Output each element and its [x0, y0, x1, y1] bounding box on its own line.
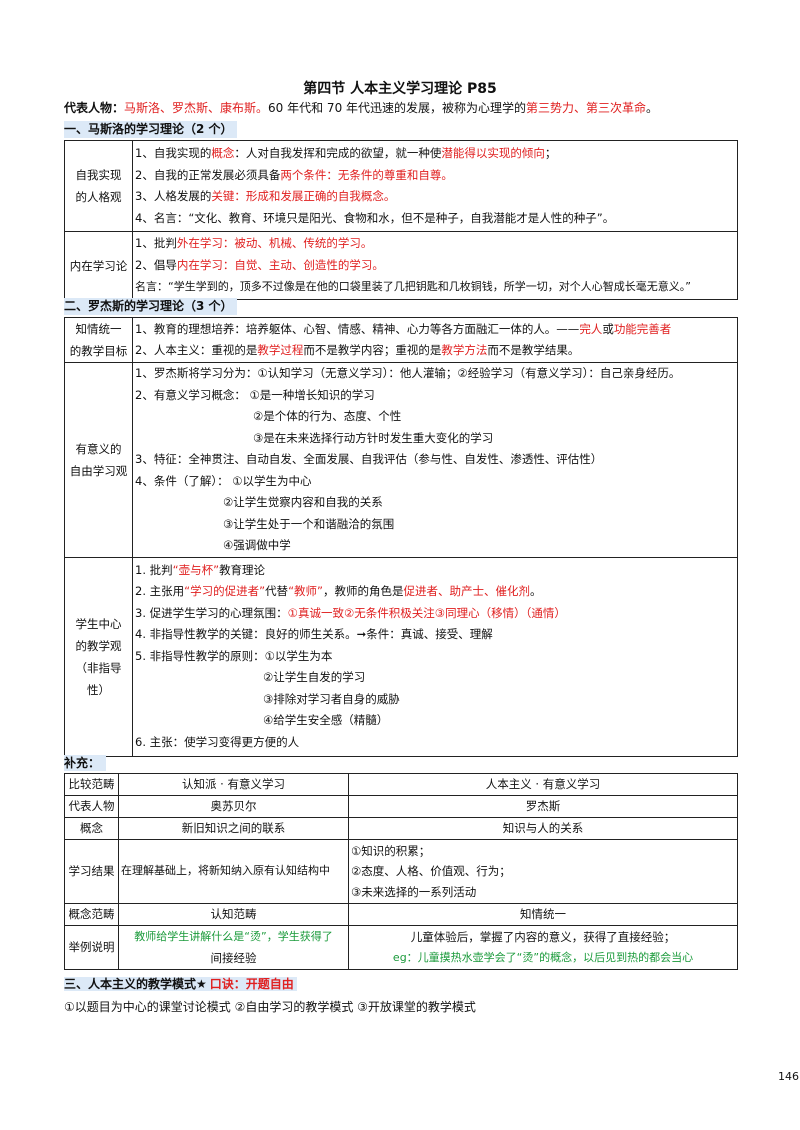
intro-force: 第三势力、第三次革命 [526, 101, 647, 115]
cell-humanist: 罗杰斯 [348, 795, 738, 818]
cell-header: 概念 [64, 817, 119, 840]
cell-humanist: 儿童体验后，掌握了内容的意义，获得了直接经验； eg：儿童摸热水壶学会了“烫”的… [348, 925, 738, 970]
cell-cognitive: 认知范畴 [118, 903, 349, 926]
section2-heading: 二、罗杰斯的学习理论（3 个） [64, 298, 237, 315]
cell-header: 举例说明 [64, 925, 119, 970]
cell-cognitive: 奥苏贝尔 [118, 795, 349, 818]
row-label: 知情统一的教学目标 [64, 317, 133, 363]
teaching-modes: ①以题目为中心的课堂讨论模式 ②自由学习的教学模式 ③开放课堂的教学模式 [64, 1000, 476, 1014]
supplement-label: 补充： [64, 755, 107, 771]
comparison-table: 比较范畴 认知派 · 有意义学习 人本主义 · 有意义学习 代表人物 奥苏贝尔 … [64, 773, 738, 970]
row-content: 1、罗杰斯将学习分为：①认知学习（无意义学习）：他人灌输；②经验学习（有意义学习… [132, 362, 738, 558]
table-row: 学习结果 在理解基础上，将新知纳入原有认知结构中 ①知识的积累； ②态度、人格、… [64, 839, 738, 904]
row-content: 1. 批判“壶与杯”教育理论 2. 主张用“学习的促进者”代替“教师”，教师的角… [132, 556, 738, 757]
intro-mid: 60 年代和 70 年代迅速的发展，被称为心理学的 [268, 101, 527, 115]
table-row: 有意义的自由学习观 1、罗杰斯将学习分为：①认知学习（无意义学习）：他人灌输；②… [64, 362, 738, 558]
table-row: 概念 新旧知识之间的联系 知识与人的关系 [64, 817, 738, 840]
cell-header: 比较范畴 [64, 773, 119, 796]
cell-humanist: 知情统一 [348, 903, 738, 926]
table-row: 代表人物 奥苏贝尔 罗杰斯 [64, 795, 738, 818]
section3-title: 三、人本主义的教学模式★ [64, 977, 210, 991]
intro-people: 马斯洛、罗杰斯、康布斯。 [124, 101, 269, 115]
rogers-table: 知情统一的教学目标 1、教育的理想培养：培养躯体、心智、情感、精神、心力等各方面… [64, 317, 738, 757]
table-row: 学生中心的教学观（非指导性） 1. 批判“壶与杯”教育理论 2. 主张用“学习的… [64, 556, 738, 757]
page-title: 第四节 人本主义学习理论 P85 [303, 81, 497, 97]
table-row: 内在学习论 1、批判外在学习：被动、机械、传统的学习。 2、倡导内在学习：自觉、… [64, 231, 738, 300]
table-row: 知情统一的教学目标 1、教育的理想培养：培养躯体、心智、情感、精神、心力等各方面… [64, 317, 738, 363]
row-label: 内在学习论 [64, 231, 133, 300]
table-row: 自我实现的人格观 1、自我实现的概念：人对自我发挥和完成的欲望，就一种使潜能得以… [64, 140, 738, 232]
table-row: 概念范畴 认知范畴 知情统一 [64, 903, 738, 926]
row-content: 1、自我实现的概念：人对自我发挥和完成的欲望，就一种使潜能得以实现的倾向； 2、… [132, 140, 738, 232]
cell-cognitive: 在理解基础上，将新知纳入原有认知结构中 [118, 839, 349, 904]
cell-header: 代表人物 [64, 795, 119, 818]
intro-end: 。 [646, 101, 659, 115]
cell-header: 学习结果 [64, 839, 119, 904]
cell-cognitive: 教师给学生讲解什么是“烫”，学生获得了 间接经验 [118, 925, 349, 970]
intro-line: 代表人物：马斯洛、罗杰斯、康布斯。60 年代和 70 年代迅速的发展，被称为心理… [64, 99, 658, 116]
row-label: 有意义的自由学习观 [64, 362, 133, 558]
cell-humanist: 人本主义 · 有意义学习 [348, 773, 738, 796]
section3-heading: 三、人本主义的教学模式★口诀：开题自由 [64, 975, 297, 992]
row-label: 自我实现的人格观 [64, 140, 133, 232]
cell-cognitive: 新旧知识之间的联系 [118, 817, 349, 840]
row-content: 1、批判外在学习：被动、机械、传统的学习。 2、倡导内在学习：自觉、主动、创造性… [132, 231, 738, 300]
cell-humanist: ①知识的积累； ②态度、人格、价值观、行为； ③未来选择的一系列活动 [348, 839, 738, 904]
cell-humanist: 知识与人的关系 [348, 817, 738, 840]
table-row: 举例说明 教师给学生讲解什么是“烫”，学生获得了 间接经验 儿童体验后，掌握了内… [64, 925, 738, 970]
cell-cognitive: 认知派 · 有意义学习 [118, 773, 349, 796]
maslow-table: 自我实现的人格观 1、自我实现的概念：人对自我发挥和完成的欲望，就一种使潜能得以… [64, 140, 738, 300]
table-row: 比较范畴 认知派 · 有意义学习 人本主义 · 有意义学习 [64, 773, 738, 796]
section3-mnemonic: 口诀：开题自由 [209, 977, 297, 991]
row-content: 1、教育的理想培养：培养躯体、心智、情感、精神、心力等各方面融汇一体的人。——完… [132, 317, 738, 363]
row-label: 学生中心的教学观（非指导性） [64, 556, 133, 757]
intro-label: 代表人物： [64, 101, 125, 115]
section1-heading: 一、马斯洛的学习理论（2 个） [64, 121, 237, 138]
page-number: 146 [778, 1070, 799, 1083]
cell-header: 概念范畴 [64, 903, 119, 926]
